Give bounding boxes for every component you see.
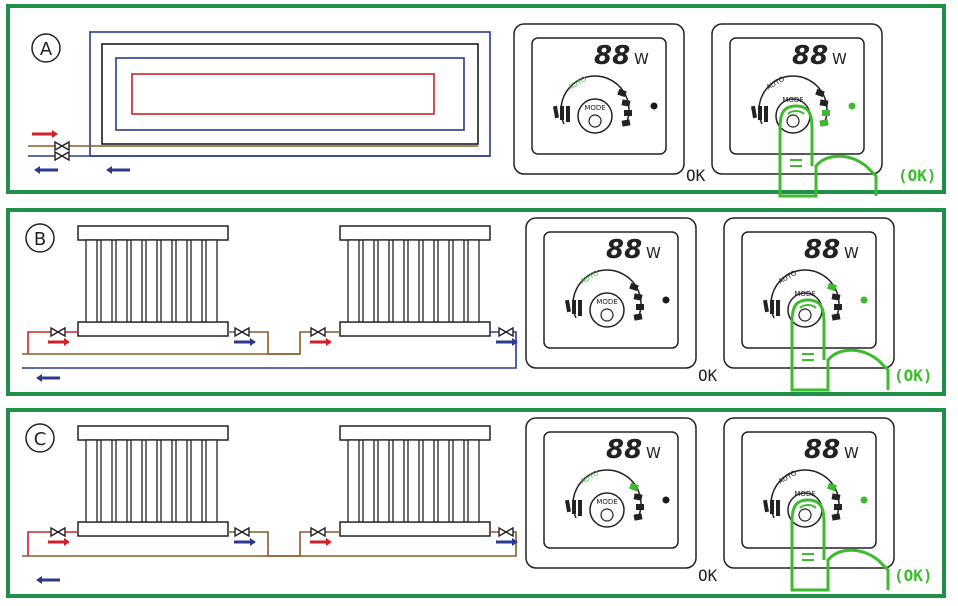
radiator-icon (77, 225, 229, 337)
flow-arrow-hot-icon (310, 538, 332, 546)
panel-b-frame (6, 208, 946, 396)
level-segment-active (819, 119, 829, 127)
panel-b-badge (25, 223, 55, 253)
thermostat-before: 88 W AUTO MODE (525, 217, 697, 369)
panel-c-frame (6, 408, 946, 598)
power-unit: W (832, 50, 847, 68)
ok-label: OK (698, 366, 718, 385)
mode-button-label: MODE (596, 298, 617, 306)
ok-confirm-label: (OK) (894, 566, 933, 585)
panel-a-letter: A (40, 39, 53, 60)
radiator-icon (77, 425, 229, 537)
power-unit: W (844, 244, 859, 262)
radiator-icon (339, 425, 491, 537)
flow-arrow-cold-icon (234, 538, 256, 546)
power-unit: W (844, 444, 859, 462)
mode-button-label: MODE (782, 96, 803, 104)
flow-arrow-cold-icon (34, 166, 58, 174)
flow-arrow-cold-icon (496, 538, 518, 546)
flow-arrow-hot-icon (48, 538, 70, 546)
power-readout: 88 (804, 435, 840, 465)
thermostat-after: 88 W AUTO MODE (723, 417, 895, 592)
status-dot-icon (650, 102, 658, 110)
valve-icon (498, 527, 514, 537)
ok-confirm-label: (OK) (898, 166, 937, 185)
ok-confirm-label: (OK) (894, 366, 933, 385)
valve-icon (498, 327, 514, 337)
panel-a-badge (31, 33, 61, 63)
status-dot-icon (860, 296, 868, 304)
power-readout: 88 (606, 435, 642, 465)
thermostat-before: 88 W AUTO MODE (525, 417, 697, 569)
radiator-icon (339, 225, 491, 337)
two-pipe-circuit (22, 331, 517, 369)
flow-arrow-cold-icon (496, 338, 518, 346)
ok-label: OK (686, 166, 706, 185)
status-dot-icon (662, 496, 670, 504)
level-segment-active (822, 110, 830, 116)
flow-arrow-cold-icon (36, 576, 60, 584)
level-segment-active (827, 482, 837, 492)
panel-b-letter: B (34, 229, 46, 250)
valve-icon (310, 527, 326, 537)
flow-arrow-cold-icon (106, 166, 130, 174)
mode-button-label: MODE (794, 490, 815, 498)
status-dot-icon (848, 102, 856, 110)
mode-button-label: MODE (794, 290, 815, 298)
thermostat-before: 88 W AUTO MODE (513, 23, 685, 175)
panel-b: B 88 W AUTO MODE OK 88 W (6, 208, 946, 396)
valve-icon (234, 527, 250, 537)
flow-arrow-hot-icon (32, 130, 58, 138)
panel-a: A 88 W AUTO MODE OK 88 W (6, 4, 946, 198)
panel-c-letter: C (34, 429, 47, 450)
power-readout: 88 (594, 41, 630, 71)
thermostat-after: 88 W AUTO MODE (711, 23, 883, 198)
status-dot-icon (662, 296, 670, 304)
power-readout: 88 (792, 41, 828, 71)
valve-icon (50, 327, 66, 337)
power-readout: 88 (804, 235, 840, 265)
valve-icon (310, 327, 326, 337)
power-readout: 88 (606, 235, 642, 265)
thermostat-after: 88 W AUTO MODE (723, 217, 895, 392)
panel-a-frame (6, 4, 946, 194)
flow-arrow-cold-icon (36, 374, 60, 382)
floor-heating-loops (28, 31, 491, 157)
power-unit: W (646, 444, 661, 462)
ok-label: OK (698, 566, 718, 585)
panel-c-badge (25, 423, 55, 453)
mode-button-label: MODE (596, 498, 617, 506)
level-segment-active (629, 482, 639, 492)
power-unit: W (634, 50, 649, 68)
flow-arrow-hot-icon (48, 338, 70, 346)
panel-c: C 88 W AUTO MODE OK 88 W (6, 408, 946, 598)
valve-icon (54, 141, 70, 151)
flow-arrow-hot-icon (310, 338, 332, 346)
flow-arrow-cold-icon (234, 338, 256, 346)
status-dot-icon (860, 496, 868, 504)
valve-icon (234, 327, 250, 337)
valve-icon (54, 151, 70, 161)
level-segment-active (827, 282, 837, 292)
power-unit: W (646, 244, 661, 262)
valve-icon (50, 527, 66, 537)
mode-button-label: MODE (584, 104, 605, 112)
